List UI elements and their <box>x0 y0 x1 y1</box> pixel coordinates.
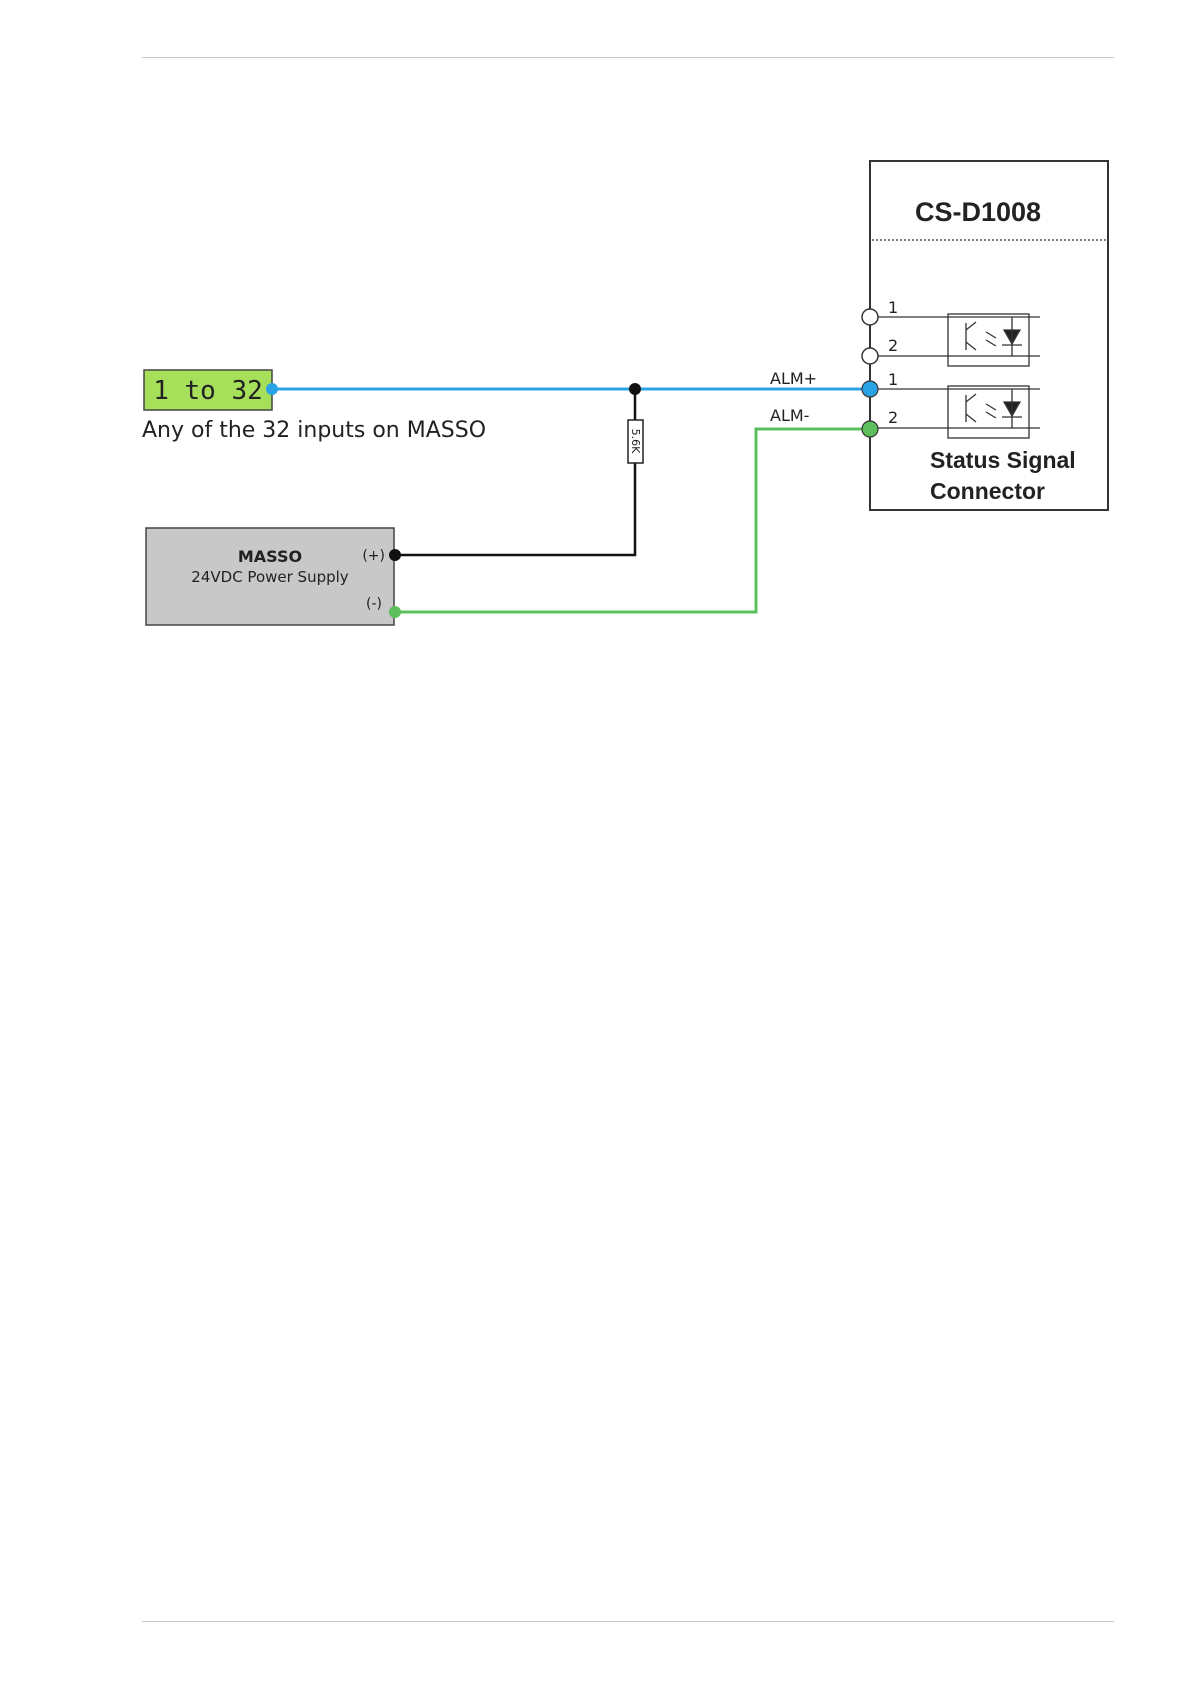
pin-upper-2: 2 <box>888 336 898 355</box>
power-supply: MASSO 24VDC Power Supply (+) (-) <box>146 528 394 625</box>
junction-dot-input <box>266 383 278 395</box>
terminal-dot-supply-minus <box>389 606 401 618</box>
pin-upper-1: 1 <box>888 298 898 317</box>
input-box-label: 1 to 32 <box>153 376 263 406</box>
terminal-dot-supply-plus <box>389 549 401 561</box>
resistor-value: 5.6K <box>629 429 642 454</box>
power-supply-title: MASSO <box>238 547 302 566</box>
power-supply-minus: (-) <box>366 596 382 612</box>
power-supply-plus: (+) <box>362 548 385 564</box>
pin-lower-1: 1 <box>888 370 898 389</box>
alm-plus-label: ALM+ <box>770 369 817 388</box>
alm-minus-label: ALM- <box>770 406 809 425</box>
terminal-dot-upper-2 <box>862 348 878 364</box>
connector-label-line1: Status Signal <box>930 447 1076 473</box>
terminal-dot-upper-1 <box>862 309 878 325</box>
resistor: 5.6K <box>628 420 643 463</box>
connector-label-line2: Connector <box>930 478 1045 504</box>
driver-model: CS-D1008 <box>915 197 1041 227</box>
input-box-caption: Any of the 32 inputs on MASSO <box>142 418 486 443</box>
pin-lower-2: 2 <box>888 408 898 427</box>
power-wire <box>395 389 635 555</box>
terminal-dot-alm-minus <box>862 421 878 437</box>
input-box: 1 to 32 <box>144 370 272 410</box>
power-supply-subtitle: 24VDC Power Supply <box>191 568 348 586</box>
junction-dot-resistor <box>629 383 641 395</box>
terminal-dot-alm-plus <box>862 381 878 397</box>
